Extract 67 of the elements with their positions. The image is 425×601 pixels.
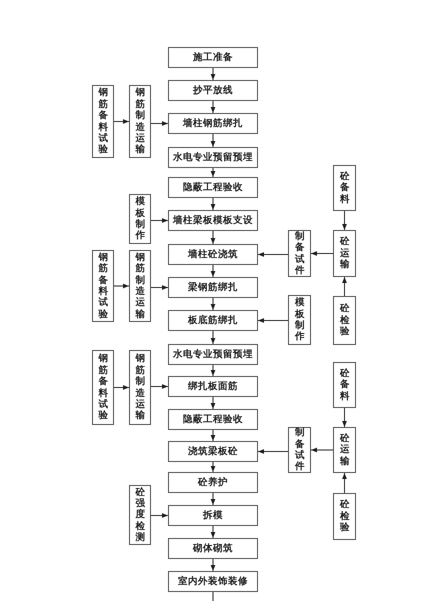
process-box: 板底筋绑扎 — [168, 310, 258, 331]
arrow — [114, 284, 130, 288]
arrow — [210, 330, 216, 344]
arrow — [210, 298, 216, 310]
process-box: 砼备料 — [333, 362, 356, 408]
arrow — [258, 318, 288, 323]
process-box: 抄平放线 — [168, 80, 258, 101]
process-box: 墙柱梁板模板支设 — [168, 210, 258, 231]
process-box: 砼检验 — [333, 296, 356, 345]
arrow — [210, 168, 216, 178]
arrow — [342, 210, 347, 230]
process-box: 墙柱钢筋绑扎 — [168, 113, 258, 134]
arrow — [342, 276, 347, 296]
process-box: 拆模 — [168, 505, 258, 526]
process-box: 室内外装饰装修 — [168, 571, 258, 592]
process-box: 制备试件 — [288, 427, 311, 473]
arrow — [210, 492, 216, 506]
process-box: 隐蔽工程验收 — [168, 409, 258, 430]
process-box: 模板制作 — [129, 194, 151, 244]
process-box: 钢筋制造运输 — [129, 350, 151, 425]
arrow — [210, 230, 216, 244]
arrow — [342, 408, 347, 428]
process-box: 钢筋制造运输 — [129, 250, 151, 322]
process-box: 梁钢筋绑扎 — [168, 277, 258, 298]
arrow — [150, 513, 168, 518]
arrow — [210, 430, 216, 442]
process-box: 砼运输 — [333, 230, 356, 277]
arrow — [310, 448, 334, 452]
arrow — [258, 252, 288, 257]
arrow — [210, 198, 216, 210]
arrow — [114, 119, 130, 124]
arrow — [210, 364, 216, 376]
process-box: 砼强度检测 — [129, 485, 151, 545]
process-box: 绑扎板面筋 — [168, 376, 258, 397]
arrow — [210, 68, 216, 80]
arrow — [258, 449, 288, 454]
process-box: 水电专业预留预埋 — [168, 344, 258, 365]
arrow — [210, 396, 216, 410]
process-box: 水电专业预留预埋 — [168, 147, 258, 168]
arrow — [210, 134, 216, 148]
process-box: 砼运输 — [333, 427, 356, 473]
arrow — [310, 251, 334, 256]
arrow — [210, 526, 216, 538]
arrow — [150, 285, 168, 290]
process-box: 施工准备 — [168, 47, 258, 68]
arrow — [210, 462, 216, 472]
arrow — [150, 121, 168, 126]
process-box: 砼养护 — [168, 472, 258, 493]
process-box: 钢筋备料试验 — [92, 350, 114, 425]
process-box: 砼备料 — [333, 165, 356, 211]
process-box: 制备试件 — [288, 230, 311, 277]
process-box: 模板制作 — [288, 295, 311, 345]
process-box: 砼检验 — [333, 493, 356, 540]
process-box: 钢筋备料试验 — [92, 250, 114, 322]
arrow — [210, 558, 216, 572]
process-box: 砌体砌筑 — [168, 538, 258, 559]
process-box: 浇筑梁板砼 — [168, 441, 258, 462]
process-box: 隐蔽工程验收 — [168, 177, 258, 198]
process-box: 钢筋制造运输 — [129, 85, 151, 158]
arrow — [210, 100, 216, 114]
arrow — [150, 384, 168, 389]
arrow — [210, 264, 216, 278]
arrow — [150, 218, 168, 223]
process-box: 墙柱砼浇筑 — [168, 244, 258, 265]
arrow — [342, 472, 347, 494]
process-box: 钢筋备料试验 — [92, 85, 114, 158]
arrow — [114, 385, 130, 390]
